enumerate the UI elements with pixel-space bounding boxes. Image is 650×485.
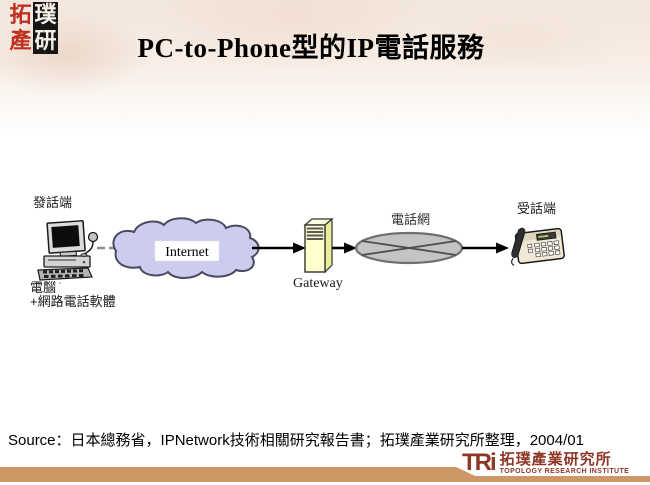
seal-char-1: 拓 — [9, 2, 32, 27]
caller-device-line1: 電腦 — [30, 280, 57, 295]
telephone-icon — [511, 227, 565, 266]
arrow-internet-to-gateway — [252, 242, 306, 254]
seal-char-4: 研 — [33, 28, 58, 54]
handset-icon — [511, 227, 526, 266]
caller-device-line2: +網路電話軟體 — [30, 294, 116, 309]
phone-network-icon — [354, 231, 464, 265]
header-texture — [0, 0, 650, 135]
seal-char-3: 產 — [9, 28, 32, 53]
arrow-gateway-to-network — [332, 242, 357, 254]
tri-logo: TRi 拓璞產業研究所 TOPOLOGY RESEARCH INSTITUTE — [462, 449, 630, 476]
tri-names: 拓璞產業研究所 TOPOLOGY RESEARCH INSTITUTE — [500, 452, 630, 476]
gateway-icon — [303, 217, 334, 274]
page-title: PC-to-Phone型的IP電話服務 — [137, 33, 485, 63]
tri-logotype: TRi — [462, 449, 497, 476]
internet-label: Internet — [165, 245, 209, 260]
seal-char-2: 璞 — [33, 2, 58, 28]
caller-label: 發話端 — [33, 195, 73, 210]
tri-name-chinese: 拓璞產業研究所 — [499, 451, 612, 468]
gateway-label: Gateway — [293, 276, 343, 291]
microphone-icon — [80, 231, 99, 257]
source-citation: Source：日本總務省，IPNetwork技術相關研究報告書；拓璞產業研究所整… — [8, 432, 584, 449]
pc-to-phone-diagram — [36, 217, 565, 284]
tri-name-english: TOPOLOGY RESEARCH INSTITUTE — [499, 468, 630, 475]
callee-label: 受話端 — [517, 201, 557, 216]
company-seal-logo: 拓 璞 產 研 — [8, 2, 58, 54]
computer-icon — [36, 220, 99, 284]
caller-device-label: 電腦 +網路電話軟體 — [30, 281, 116, 308]
arrow-network-to-phone — [462, 242, 509, 254]
internet-cloud — [112, 217, 260, 279]
footer-logo-plate — [456, 467, 650, 476]
phone-network-label: 電話網 — [391, 212, 431, 227]
